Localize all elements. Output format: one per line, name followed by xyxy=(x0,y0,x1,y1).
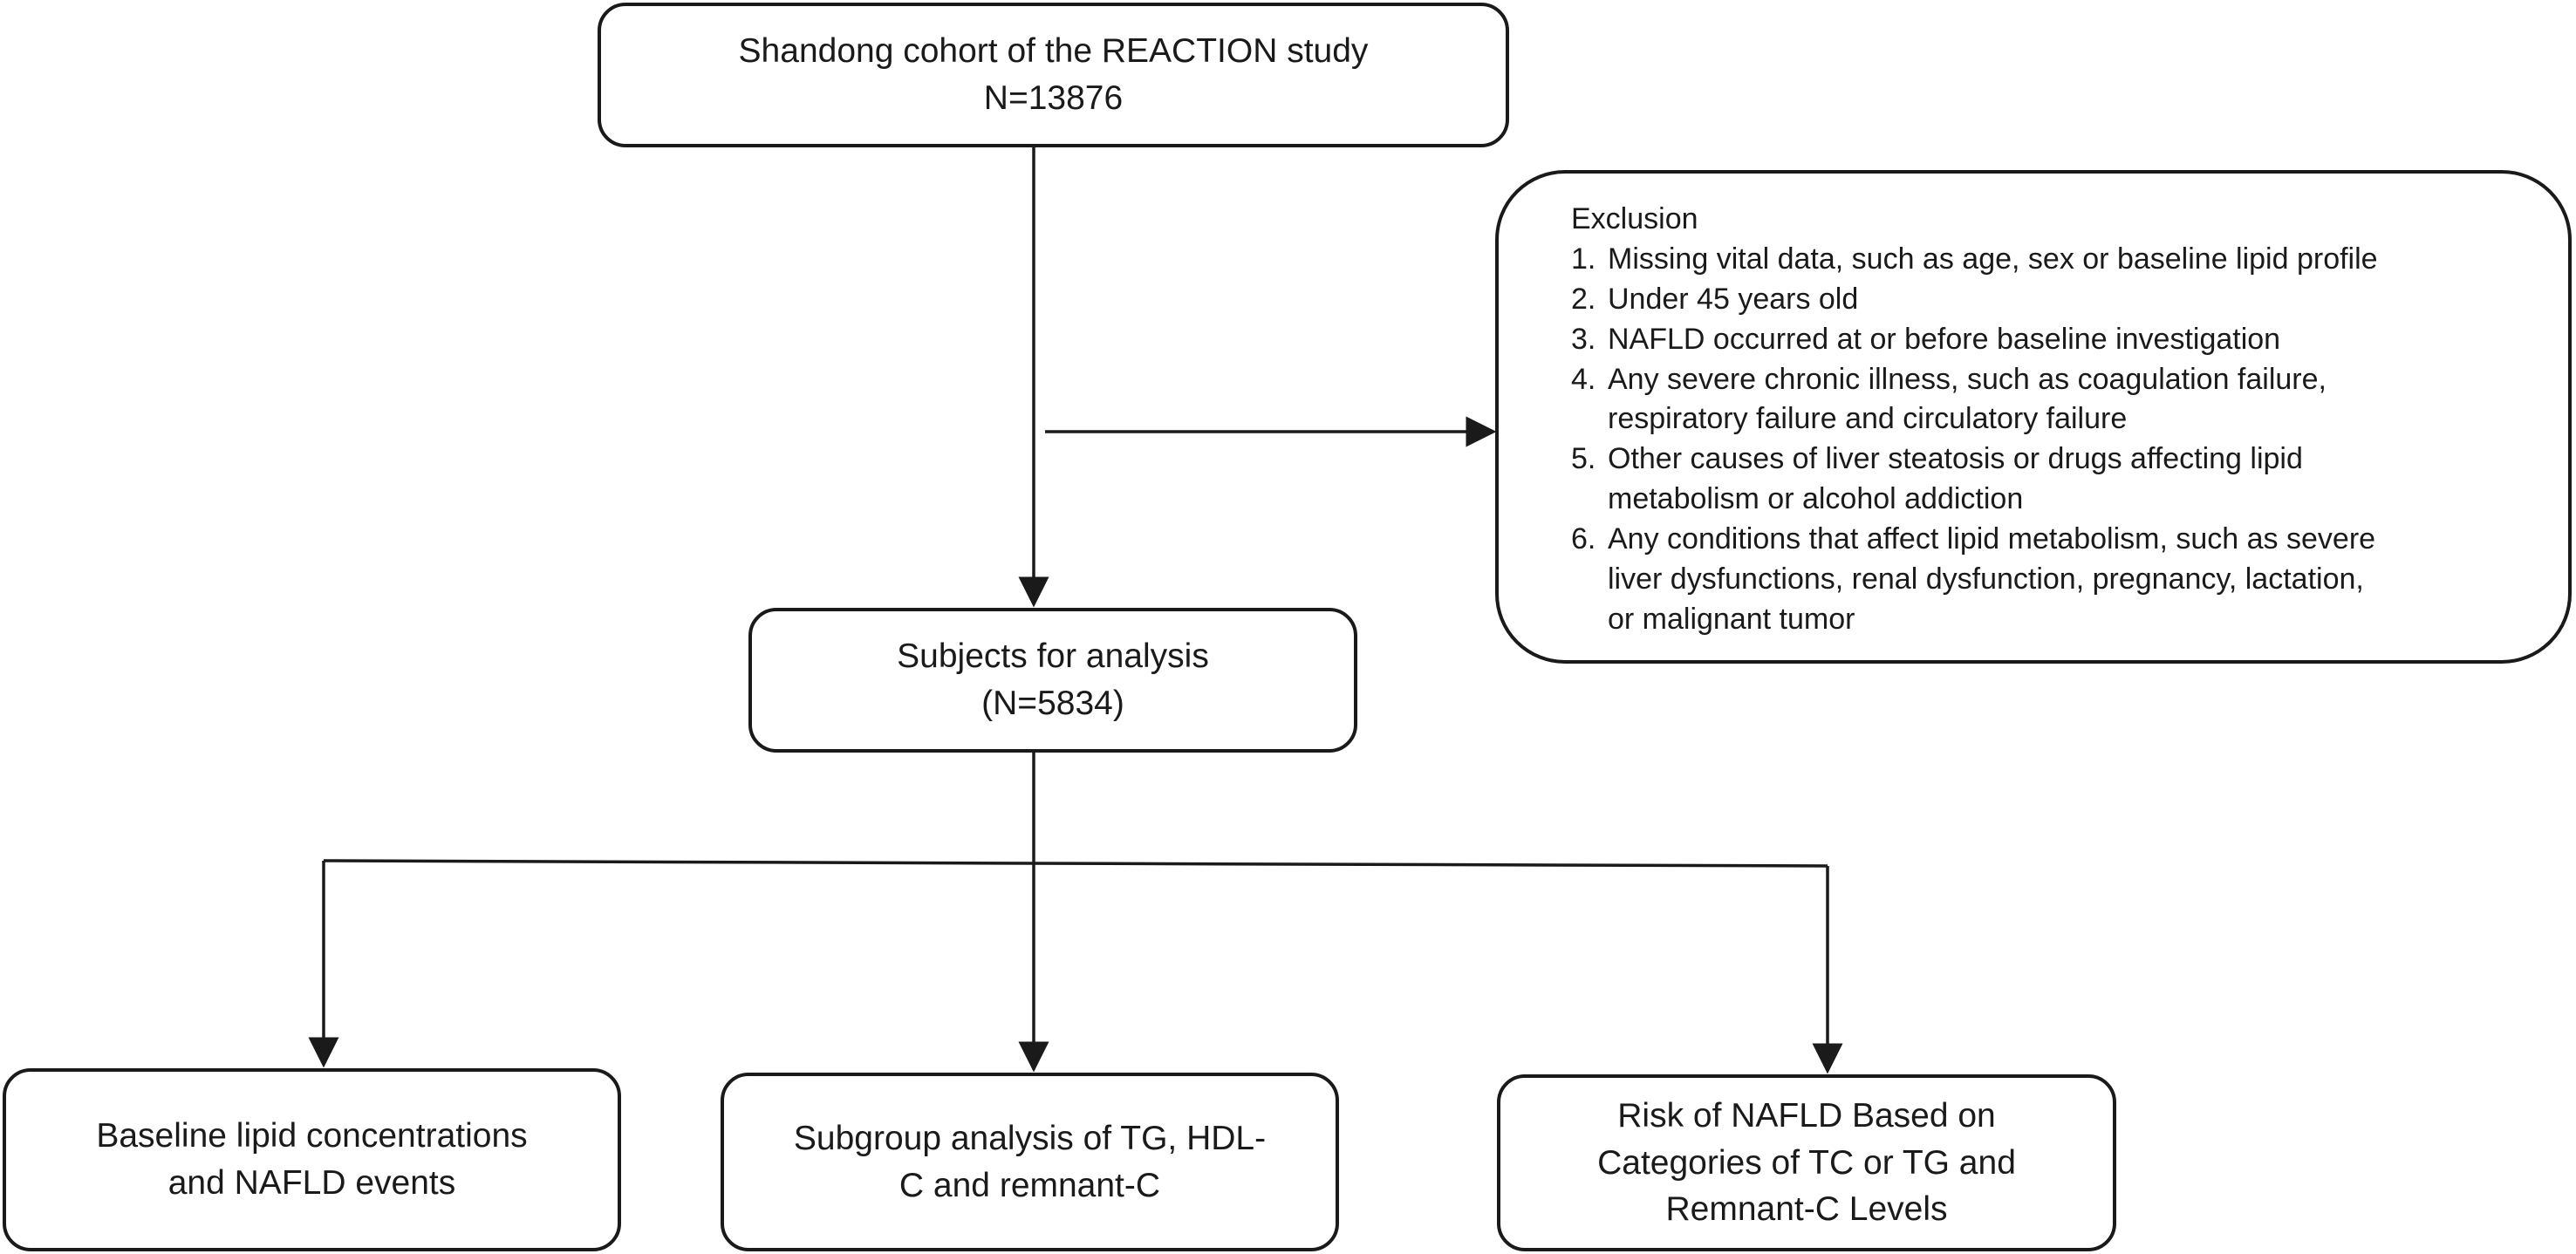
exclusion-item-text: Other causes of liver steatosis or drugs… xyxy=(1608,442,2303,476)
exclusion-item-text: Any conditions that affect lipid metabol… xyxy=(1608,522,2376,556)
cohort-title: Shandong cohort of the REACTION study xyxy=(738,32,1369,71)
exclusion-item-text: metabolism or alcohol addiction xyxy=(1608,482,2024,516)
exclusion-item-number: 3. xyxy=(1571,322,1596,356)
exclusion-item: 5. Other causes of liver steatosis or dru… xyxy=(1571,440,2378,520)
exclusion-item-text: liver dysfunctions, renal dysfunction, p… xyxy=(1608,562,2364,596)
line-split-horizontal xyxy=(323,859,1828,868)
exclusion-box: Exclusion 1. Missing vital data, such as … xyxy=(1495,170,2572,664)
exclusion-item-text: Under 45 years old xyxy=(1608,282,1859,316)
cohort-box: Shandong cohort of the REACTION study N=… xyxy=(598,3,1509,147)
outcome-subgroup-line: Subgroup analysis of TG, HDL- xyxy=(793,1119,1267,1157)
outcome-risk-line: Remnant-C Levels xyxy=(1665,1190,1948,1229)
exclusion-item-text: respiratory failure and circulatory fail… xyxy=(1608,402,2128,436)
exclusion-item-text: Any severe chronic illness, such as coag… xyxy=(1608,362,2327,396)
outcome-subgroup-box: Subgroup analysis of TG, HDL- C and remn… xyxy=(721,1073,1339,1251)
outcome-baseline-box: Baseline lipid concentrations and NAFLD … xyxy=(3,1068,621,1251)
outcome-baseline-line: Baseline lipid concentrations xyxy=(96,1117,528,1155)
exclusion-item: 4. Any severe chronic illness, such as co… xyxy=(1571,360,2378,440)
exclusion-list: 1. Missing vital data, such as age, sex o… xyxy=(1571,240,2378,640)
outcome-risk-line: Categories of TC or TG and xyxy=(1597,1143,2016,1182)
outcome-risk-box: Risk of NAFLD Based on Categories of TC … xyxy=(1497,1074,2116,1251)
exclusion-item-number: 5. xyxy=(1571,442,1596,476)
exclusion-item: 1. Missing vital data, such as age, sex o… xyxy=(1571,240,2378,280)
exclusion-item-number: 1. xyxy=(1571,242,1596,276)
subjects-title: Subjects for analysis xyxy=(897,637,1209,676)
exclusion-item-text: Missing vital data, such as age, sex or … xyxy=(1608,242,2378,276)
outcome-baseline-line: and NAFLD events xyxy=(167,1164,456,1202)
subjects-box: Subjects for analysis (N=5834) xyxy=(748,608,1357,753)
outcome-subgroup-line: C and remnant-C xyxy=(899,1166,1161,1204)
exclusion-item-number: 4. xyxy=(1571,362,1596,396)
exclusion-item-text: NAFLD occurred at or before baseline inv… xyxy=(1608,322,2281,356)
exclusion-item: 6. Any conditions that affect lipid metab… xyxy=(1571,520,2378,640)
exclusion-item: 3. NAFLD occurred at or before baseline i… xyxy=(1571,320,2378,360)
exclusion-item-text: or malignant tumor xyxy=(1608,602,1855,636)
cohort-count: N=13876 xyxy=(983,79,1124,117)
outcome-risk-line: Risk of NAFLD Based on xyxy=(1617,1096,1996,1135)
exclusion-title: Exclusion xyxy=(1571,202,1698,235)
subjects-count: (N=5834) xyxy=(981,685,1124,722)
exclusion-item-number: 2. xyxy=(1571,282,1596,316)
exclusion-item: 2. Under 45 years old xyxy=(1571,280,2378,320)
exclusion-item-number: 6. xyxy=(1571,522,1596,556)
